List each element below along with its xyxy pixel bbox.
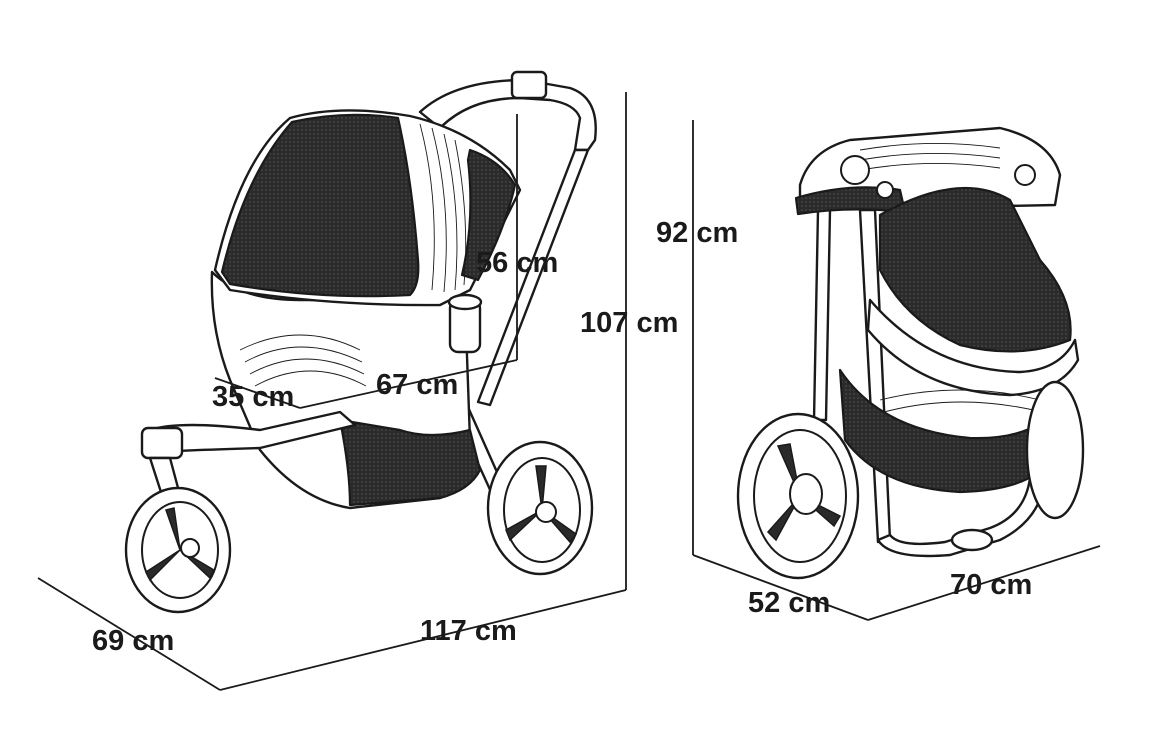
folded-side-stripes <box>879 389 1043 413</box>
folded-length-dim-line <box>867 545 1101 621</box>
cabin-width-label: 35 cm <box>212 381 294 413</box>
canopy-mesh-window <box>220 113 420 298</box>
front-wheel-hub <box>180 538 200 558</box>
rear-wheel-hub <box>535 501 557 523</box>
rear-frame-tube <box>476 148 590 407</box>
cabin-side-stripes <box>239 334 367 387</box>
unfolded-stroller: 56 cm 107 cm 67 cm 35 cm 69 cm 117 cm <box>37 70 678 691</box>
width-label: 69 cm <box>92 625 174 657</box>
handlebar-grip <box>510 70 548 100</box>
folded-front-wheel-hub <box>789 473 823 515</box>
folded-length-label: 70 cm <box>950 569 1032 601</box>
hinge-left <box>840 155 870 185</box>
folded-canopy-stripes <box>859 143 1001 171</box>
folded-front-wheel-spokes <box>766 443 842 542</box>
folded-width-dim-line <box>692 554 869 621</box>
cabin-length-dim-line <box>299 359 518 409</box>
front-fork-head <box>140 426 184 460</box>
canopy-rear-mesh <box>460 148 517 282</box>
width-dim-line <box>37 577 221 691</box>
cabin-width-dim-line <box>214 377 301 409</box>
foot-pedal <box>950 528 994 552</box>
cabin-length-label: 67 cm <box>376 369 458 401</box>
hinge-center <box>876 181 894 199</box>
front-wheel-spokes <box>145 507 215 582</box>
folded-stroller: 92 cm 52 cm 70 cm <box>656 120 1101 621</box>
length-label: 117 cm <box>420 615 517 647</box>
cabin-height-label: 56 cm <box>476 247 558 279</box>
folded-upper-mesh <box>878 186 1072 353</box>
folded-rear-wheel <box>1025 380 1085 520</box>
folded-mid-band <box>866 298 1080 397</box>
canopy-stripes <box>419 123 467 293</box>
folded-width-label: 52 cm <box>748 587 830 619</box>
hinge-right <box>1014 164 1036 186</box>
folded-height-label: 92 cm <box>656 217 738 249</box>
total-height-label: 107 cm <box>580 307 678 339</box>
cabin-bottom-mesh <box>338 418 482 507</box>
cup-holder-rim <box>447 293 483 311</box>
rear-wheel-spokes <box>505 465 578 544</box>
folded-front-tube <box>812 208 832 422</box>
length-dim-line <box>219 589 627 691</box>
